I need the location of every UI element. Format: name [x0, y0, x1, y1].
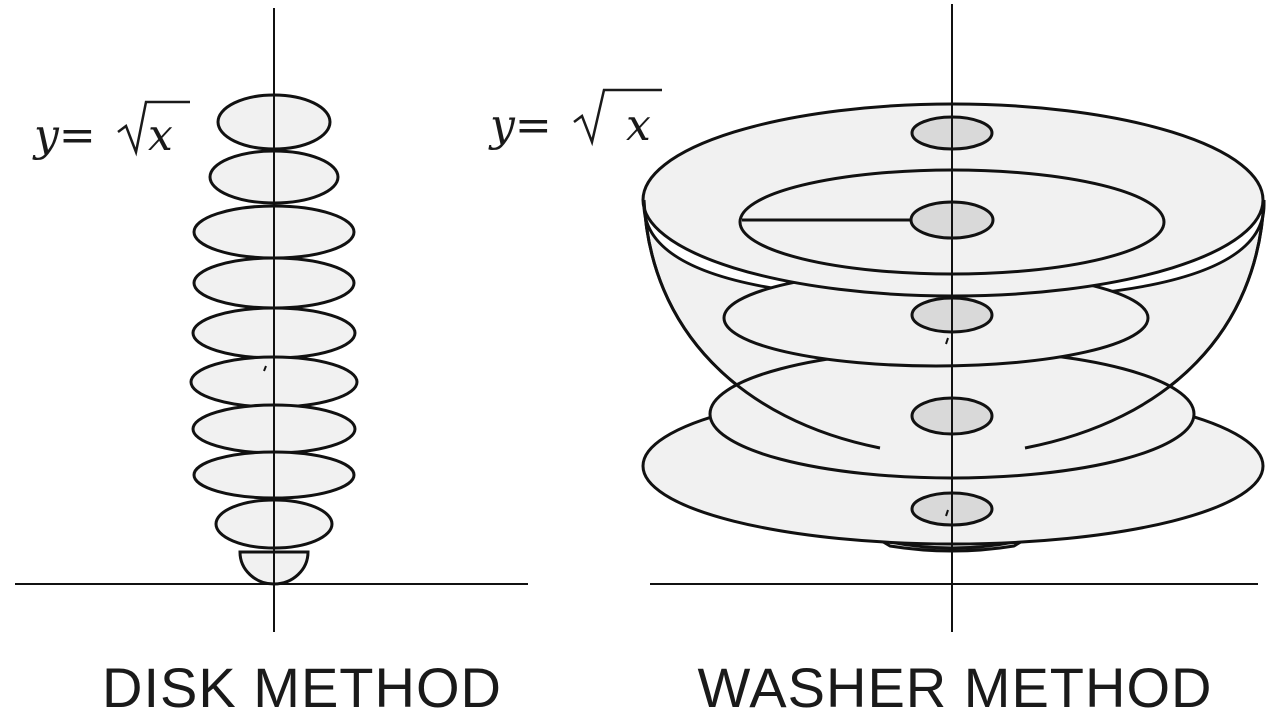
disk-method-caption: DISK METHOD [102, 656, 502, 719]
washer-method-panel: y= x WASHER METHOD [488, 4, 1266, 719]
disk-method-panel: y= x DISK METHOD [15, 8, 528, 719]
svg-text:y=: y= [488, 100, 552, 151]
washer-equation-radicand: x [626, 100, 651, 151]
svg-text:x: x [148, 110, 173, 161]
washer-equation: y= x [488, 88, 662, 151]
washer-bowl-right-edge [1024, 199, 1266, 450]
disk-equation: y= x [32, 100, 190, 161]
washer-sqrt-symbol [573, 88, 662, 147]
washer-tick-mark [945, 509, 949, 517]
disk-equation-prefix: y= [32, 110, 96, 161]
svg-text:y=: y= [32, 110, 96, 161]
svg-text:x: x [626, 100, 651, 151]
disk-tick-mark [263, 365, 267, 372]
washer-equation-prefix: y= [488, 100, 552, 151]
washer-bowl-left-edge [642, 199, 881, 450]
washer-method-caption: WASHER METHOD [698, 656, 1213, 719]
disk-sqrt-symbol [117, 100, 190, 157]
washer-tick-mark [945, 337, 949, 345]
disk-equation-radicand: x [148, 110, 173, 161]
